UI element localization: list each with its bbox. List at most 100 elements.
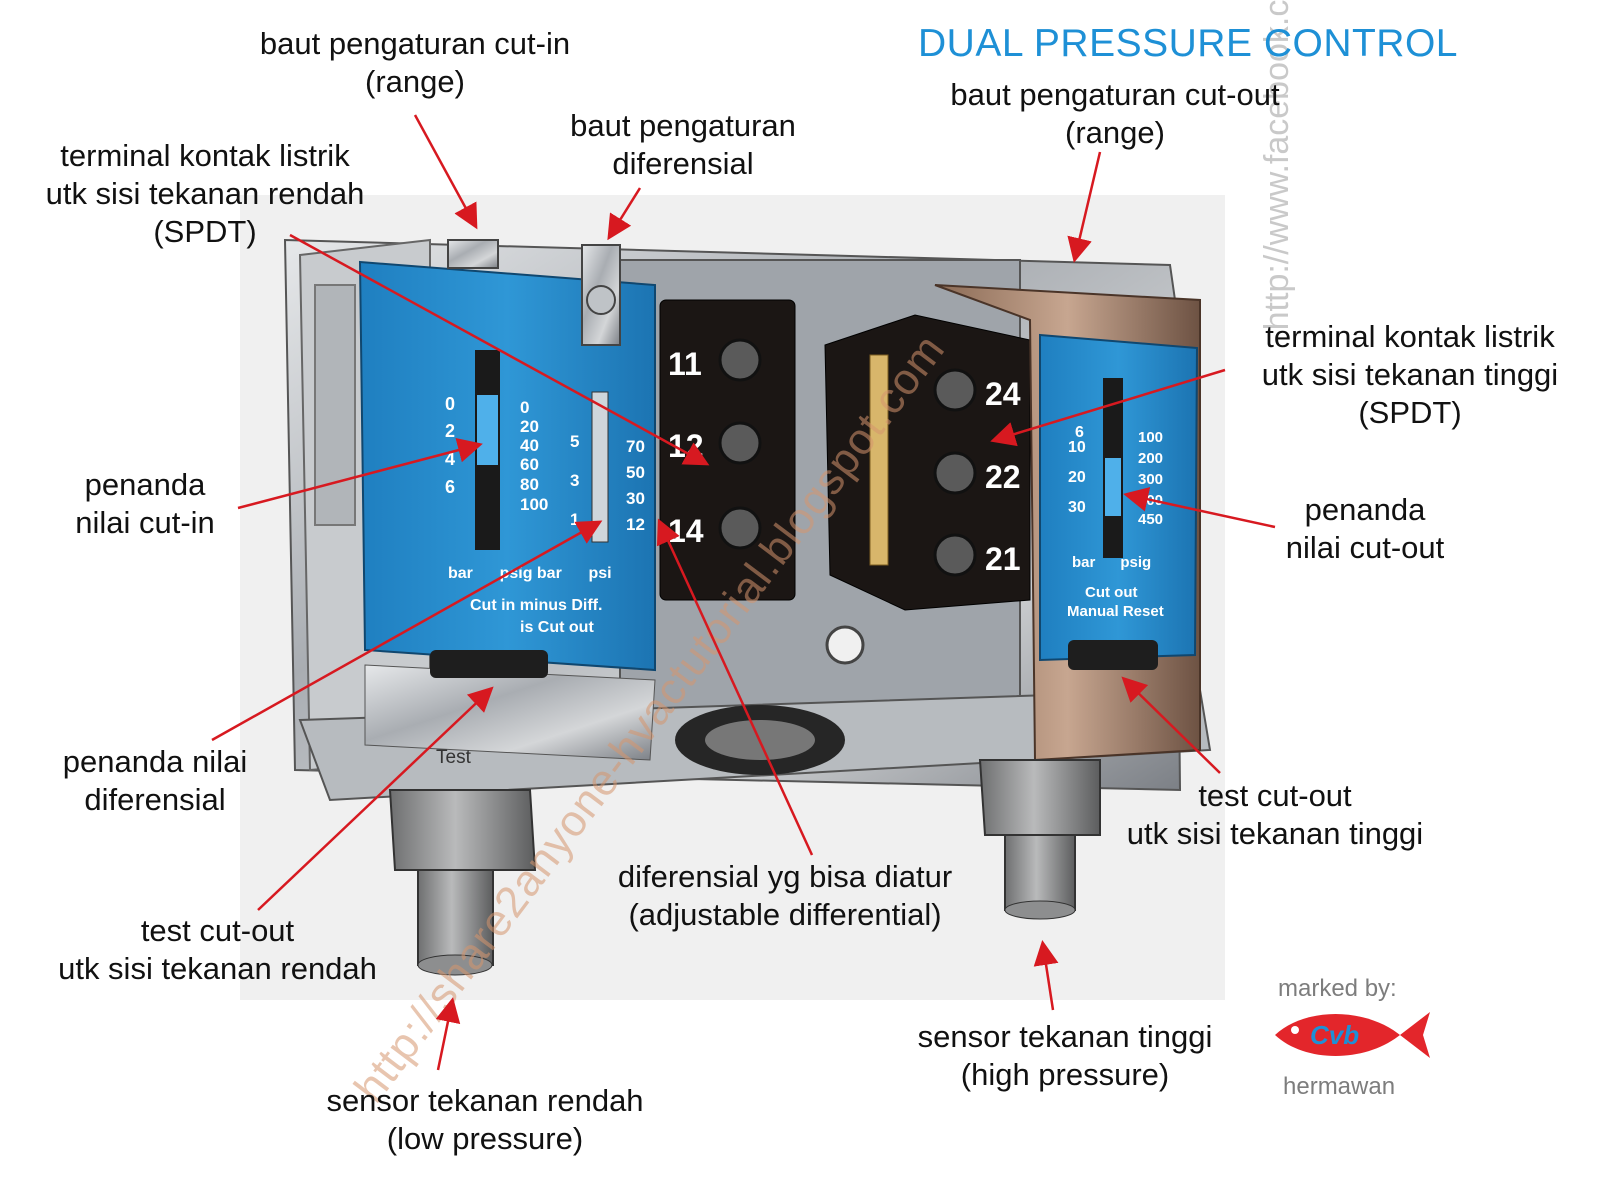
label-hp-test: test cut-out utk sisi tekanan tinggi — [1095, 777, 1455, 853]
terminal-24: 24 — [985, 376, 1021, 412]
label-diff-marker: penanda nilai diferensial — [40, 743, 270, 819]
label-line: utk sisi tekanan tinggi — [1126, 816, 1424, 851]
hp-bar-10: 10 — [1068, 439, 1086, 456]
label-line: terminal kontak listrik — [60, 138, 350, 173]
arrow-lp-sensor — [435, 997, 461, 1071]
marked-by-text: marked by: — [1278, 975, 1397, 1002]
arrow-hp-sensor — [1033, 940, 1059, 1011]
label-line: terminal kontak listrik — [1265, 319, 1555, 354]
lp-psig-40: 40 — [520, 436, 539, 455]
arrow-hp-terminal — [990, 368, 1226, 447]
lp-bar-0: 0 — [445, 394, 455, 414]
label-lp-test: test cut-out utk sisi tekanan rendah — [30, 912, 405, 988]
label-line: (high pressure) — [960, 1057, 1170, 1092]
lp-caption-1: Cut in minus Diff. — [470, 597, 602, 614]
high-pressure-panel — [1039, 333, 1199, 670]
label-line: (SPDT) — [153, 214, 257, 249]
diagram-title: DUAL PRESSURE CONTROL — [918, 22, 1458, 65]
lp-psig-0: 0 — [520, 398, 529, 417]
label-line: diferensial yg bisa diatur — [617, 859, 953, 894]
low-pressure-fitting — [388, 789, 537, 976]
lp-psig-80: 80 — [520, 475, 539, 494]
label-line: utk sisi tekanan rendah — [45, 176, 365, 211]
lp-psig-20: 20 — [520, 417, 539, 436]
author-name: hermawan — [1283, 1073, 1396, 1100]
label-diff-adjust: baut pengaturan diferensial — [553, 107, 813, 183]
label-line: (adjustable differential) — [628, 897, 942, 932]
label-hp-sensor: sensor tekanan tinggi (high pressure) — [885, 1018, 1245, 1094]
arrow-lp-test — [257, 686, 494, 911]
label-hp-terminal: terminal kontak listrik utk sisi tekanan… — [1225, 318, 1595, 432]
lp-caption-2: is Cut out — [520, 619, 594, 636]
terminal-block-low — [659, 299, 796, 601]
hp-psig-100: 100 — [1138, 429, 1163, 446]
diff-bar-5: 5 — [570, 432, 579, 451]
label-cutout-adjust: baut pengaturan cut-out (range) — [925, 76, 1305, 152]
label-line: diferensial — [612, 146, 754, 181]
lp-psig-60: 60 — [520, 455, 539, 474]
lp-bar-2: 2 — [445, 421, 455, 441]
hp-bar-20: 20 — [1068, 469, 1086, 486]
terminal-22: 22 — [985, 459, 1021, 495]
terminal-21: 21 — [985, 541, 1021, 577]
label-cutout-marker: penanda nilai cut-out — [1270, 491, 1460, 567]
label-line: (low pressure) — [386, 1121, 584, 1156]
label-line: penanda — [1304, 492, 1426, 527]
arrow-adjustable-diff — [656, 518, 814, 856]
label-line: penanda nilai — [62, 744, 248, 779]
label-line: baut pengaturan — [570, 108, 796, 143]
hp-psig-450: 450 — [1138, 511, 1163, 528]
hp-psig-300: 300 — [1138, 471, 1163, 488]
label-lp-sensor: sensor tekanan rendah (low pressure) — [295, 1082, 675, 1158]
arrow-diff-marker — [211, 520, 603, 742]
diff-psi-50: 50 — [626, 463, 645, 482]
label-line: utk sisi tekanan rendah — [58, 951, 377, 986]
label-line: sensor tekanan rendah — [326, 1083, 644, 1118]
label-line: utk sisi tekanan tinggi — [1261, 357, 1559, 392]
hp-psig-200: 200 — [1138, 450, 1163, 467]
arrow-cutin-adjust — [413, 114, 478, 230]
arrow-lp-terminal — [289, 233, 710, 466]
hp-bar-6: 6 — [1075, 424, 1084, 441]
label-line: (SPDT) — [1358, 395, 1462, 430]
label-line: nilai cut-out — [1285, 530, 1445, 565]
label-line: penanda — [84, 467, 206, 502]
hp-caption-1: Cut out — [1085, 584, 1137, 601]
terminal-block-high — [824, 314, 1031, 611]
fish-logo-icon: Cvb — [1275, 1012, 1430, 1058]
lp-bar-6: 6 — [445, 477, 455, 497]
label-line: test cut-out — [1198, 778, 1352, 813]
logo-text: Cvb — [1310, 1020, 1359, 1050]
label-line: nilai cut-in — [75, 505, 215, 540]
arrow-cutout-adjust — [1067, 151, 1102, 263]
lp-bar-4: 4 — [445, 449, 455, 469]
arrow-cutout-marker — [1123, 487, 1276, 529]
hp-units: bar psig — [1072, 554, 1151, 571]
diff-bar-1: 1 — [570, 510, 579, 529]
label-line: baut pengaturan cut-out — [950, 77, 1280, 112]
label-cutin-adjust: baut pengaturan cut-in (range) — [235, 25, 595, 101]
diff-bar-3: 3 — [570, 471, 579, 490]
label-cutin-marker: penanda nilai cut-in — [50, 466, 240, 542]
label-line: test cut-out — [140, 913, 295, 948]
arrow-cutin-marker — [237, 437, 483, 510]
label-line: sensor tekanan tinggi — [917, 1019, 1213, 1054]
arrow-hp-test — [1121, 676, 1221, 774]
diff-psi-70: 70 — [626, 437, 645, 456]
diff-psi-30: 30 — [626, 489, 645, 508]
label-line: diferensial — [84, 782, 226, 817]
diff-psi-12: 12 — [626, 515, 645, 534]
test-text: Test — [436, 747, 472, 768]
label-adjustable-diff: diferensial yg bisa diatur (adjustable d… — [595, 858, 975, 934]
lp-psig-100: 100 — [520, 495, 548, 514]
high-pressure-fitting — [978, 759, 1101, 920]
arrow-diff-adjust — [607, 187, 642, 241]
label-line: baut pengaturan cut-in — [259, 26, 571, 61]
label-line: (range) — [1065, 115, 1165, 150]
hp-bar-30: 30 — [1068, 499, 1086, 516]
lp-units: bar psig bar psi — [448, 565, 612, 582]
label-line: (range) — [365, 64, 465, 99]
